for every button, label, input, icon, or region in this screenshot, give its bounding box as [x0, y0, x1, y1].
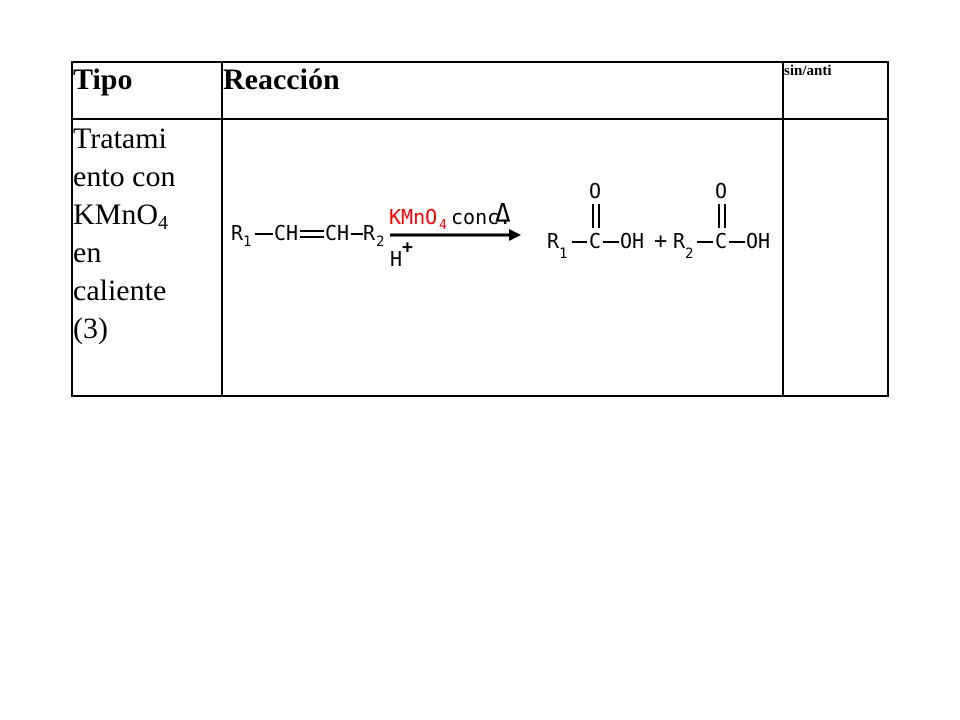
reaction-scheme: R 1 CH CH R 2 KMnO 4 conc. Δ: [231, 179, 770, 271]
reagents: KMnO 4 conc. Δ H +: [389, 199, 521, 271]
product-2: R 2 C OH O: [673, 179, 770, 262]
reagent-kmno: KMnO: [389, 205, 437, 229]
tipo-line-3: KMnO: [73, 198, 159, 231]
reaction-arrow-head: [509, 229, 521, 241]
product2-o: O: [715, 179, 727, 203]
table-row: Tratami ento con KMnO4 en caliente (3) R…: [71, 118, 889, 397]
tipo-line-6: (3): [73, 312, 108, 345]
tipo-line-4: en: [73, 236, 102, 269]
reactant: R 1 CH CH R 2: [231, 221, 384, 250]
product1-r: R: [547, 229, 560, 253]
tipo-line-1: Tratami: [73, 122, 167, 155]
reactant-r2-sub: 2: [376, 234, 384, 250]
tipo-line-2: ento con: [73, 160, 176, 193]
reactant-r2: R: [363, 221, 376, 245]
reagent-conc: conc.: [451, 205, 511, 229]
product-plus-sign: +: [654, 229, 667, 254]
product1-c: C: [589, 229, 601, 253]
product2-c: C: [715, 229, 727, 253]
header-sin-anti: sin/anti: [782, 61, 889, 120]
reactant-ch-b: CH: [325, 221, 349, 245]
product-1: R 1 C OH O: [547, 179, 644, 262]
reaction-table: Tipo Reacción sin/anti Tratami ento con …: [71, 61, 889, 397]
product2-r-sub: 2: [685, 246, 693, 262]
reagent-delta: Δ: [495, 199, 511, 229]
reagent-h: H: [390, 247, 402, 271]
product1-r-sub: 1: [559, 246, 567, 262]
header-tipo: Tipo: [71, 61, 223, 120]
reaction-scheme-cell: R 1 CH CH R 2 KMnO 4 conc. Δ: [221, 118, 784, 397]
product2-r: R: [673, 229, 686, 253]
tipo-line-5: caliente: [73, 274, 167, 307]
reactant-r1: R: [231, 221, 244, 245]
reagent-kmno-sub: 4: [439, 218, 447, 233]
sin-anti-cell: [782, 118, 889, 397]
product1-o: O: [589, 179, 601, 203]
tipo-cell: Tratami ento con KMnO4 en caliente (3): [71, 118, 223, 397]
tipo-subscript: 4: [158, 212, 169, 234]
reactant-ch-a: CH: [274, 221, 298, 245]
product1-oh: OH: [620, 229, 644, 253]
product2-oh: OH: [746, 229, 770, 253]
header-reaccion: Reacción: [221, 61, 784, 120]
reactant-r1-sub: 1: [243, 234, 251, 250]
reagent-h-plus: +: [402, 237, 413, 258]
header-row: Tipo Reacción sin/anti: [71, 61, 889, 120]
